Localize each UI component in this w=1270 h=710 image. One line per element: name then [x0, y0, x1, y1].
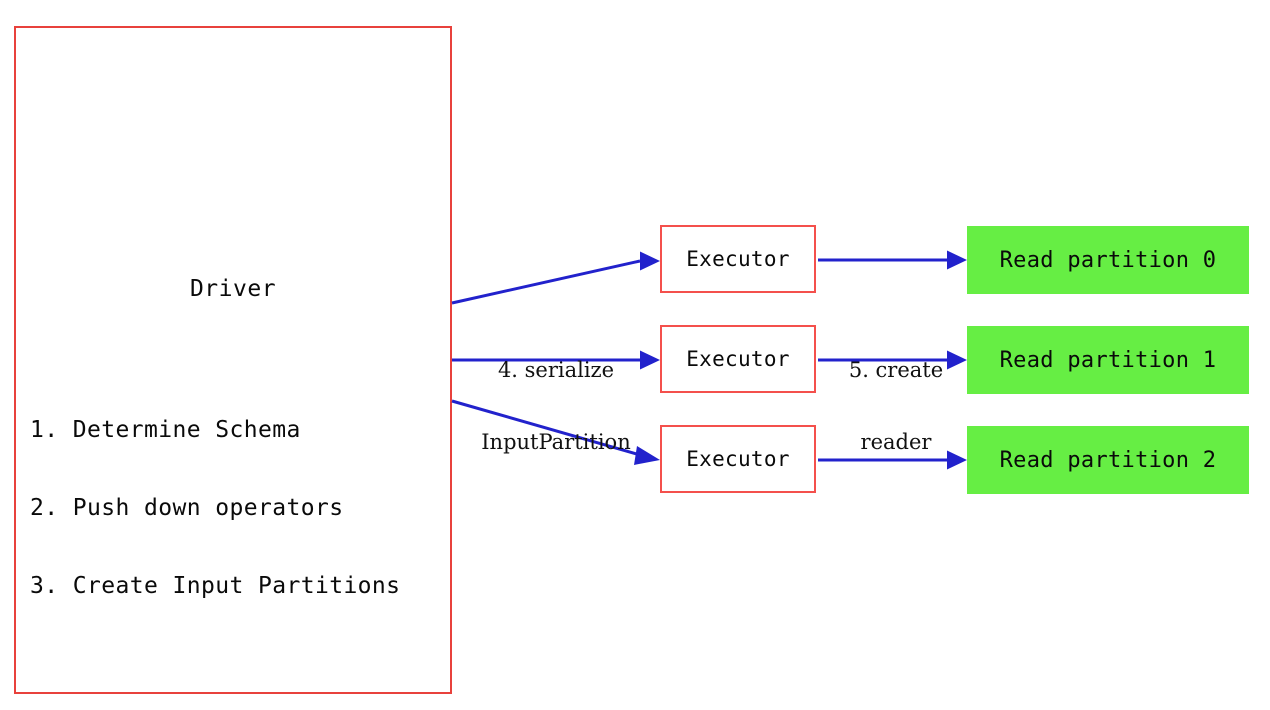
executor-label-1: Executor: [686, 347, 790, 371]
partition-box-0: Read partition 0: [967, 226, 1249, 294]
partition-box-1: Read partition 1: [967, 326, 1249, 394]
driver-step-1: 1. Determine Schema: [30, 417, 301, 443]
partition-box-2: Read partition 2: [967, 426, 1249, 494]
arrow-executor-0-to-partition-0: [818, 250, 967, 270]
executor-label-2: Executor: [686, 447, 790, 471]
arrow-driver-to-executor-0: [451, 251, 660, 305]
edge-label-executor-to-partition: 5. create reader: [826, 310, 966, 502]
partition-label-0: Read partition 0: [999, 247, 1217, 273]
executor-box-1: Executor: [660, 325, 816, 393]
driver-title: Driver: [189, 276, 277, 302]
driver-step-list: 1. Determine Schema 2. Push down operato…: [30, 365, 400, 651]
executor-box-2: Executor: [660, 425, 816, 493]
driver-step-3: 3. Create Input Partitions: [30, 573, 401, 599]
executor-box-0: Executor: [660, 225, 816, 293]
edge-label-driver-to-executor-line2: InputPartition: [481, 430, 631, 454]
partition-label-2: Read partition 2: [999, 447, 1217, 473]
driver-box: Driver 1. Determine Schema 2. Push down …: [14, 26, 452, 694]
edge-label-executor-to-partition-line1: 5. create: [848, 358, 944, 382]
edge-label-driver-to-executor-line1: 4. serialize: [497, 358, 615, 382]
edge-label-executor-to-partition-line2: reader: [860, 430, 932, 454]
edge-label-driver-to-executor: 4. serialize InputPartition: [466, 310, 646, 502]
executor-label-0: Executor: [686, 247, 790, 271]
driver-step-2: 2. Push down operators: [30, 495, 344, 521]
partition-label-1: Read partition 1: [999, 347, 1217, 373]
